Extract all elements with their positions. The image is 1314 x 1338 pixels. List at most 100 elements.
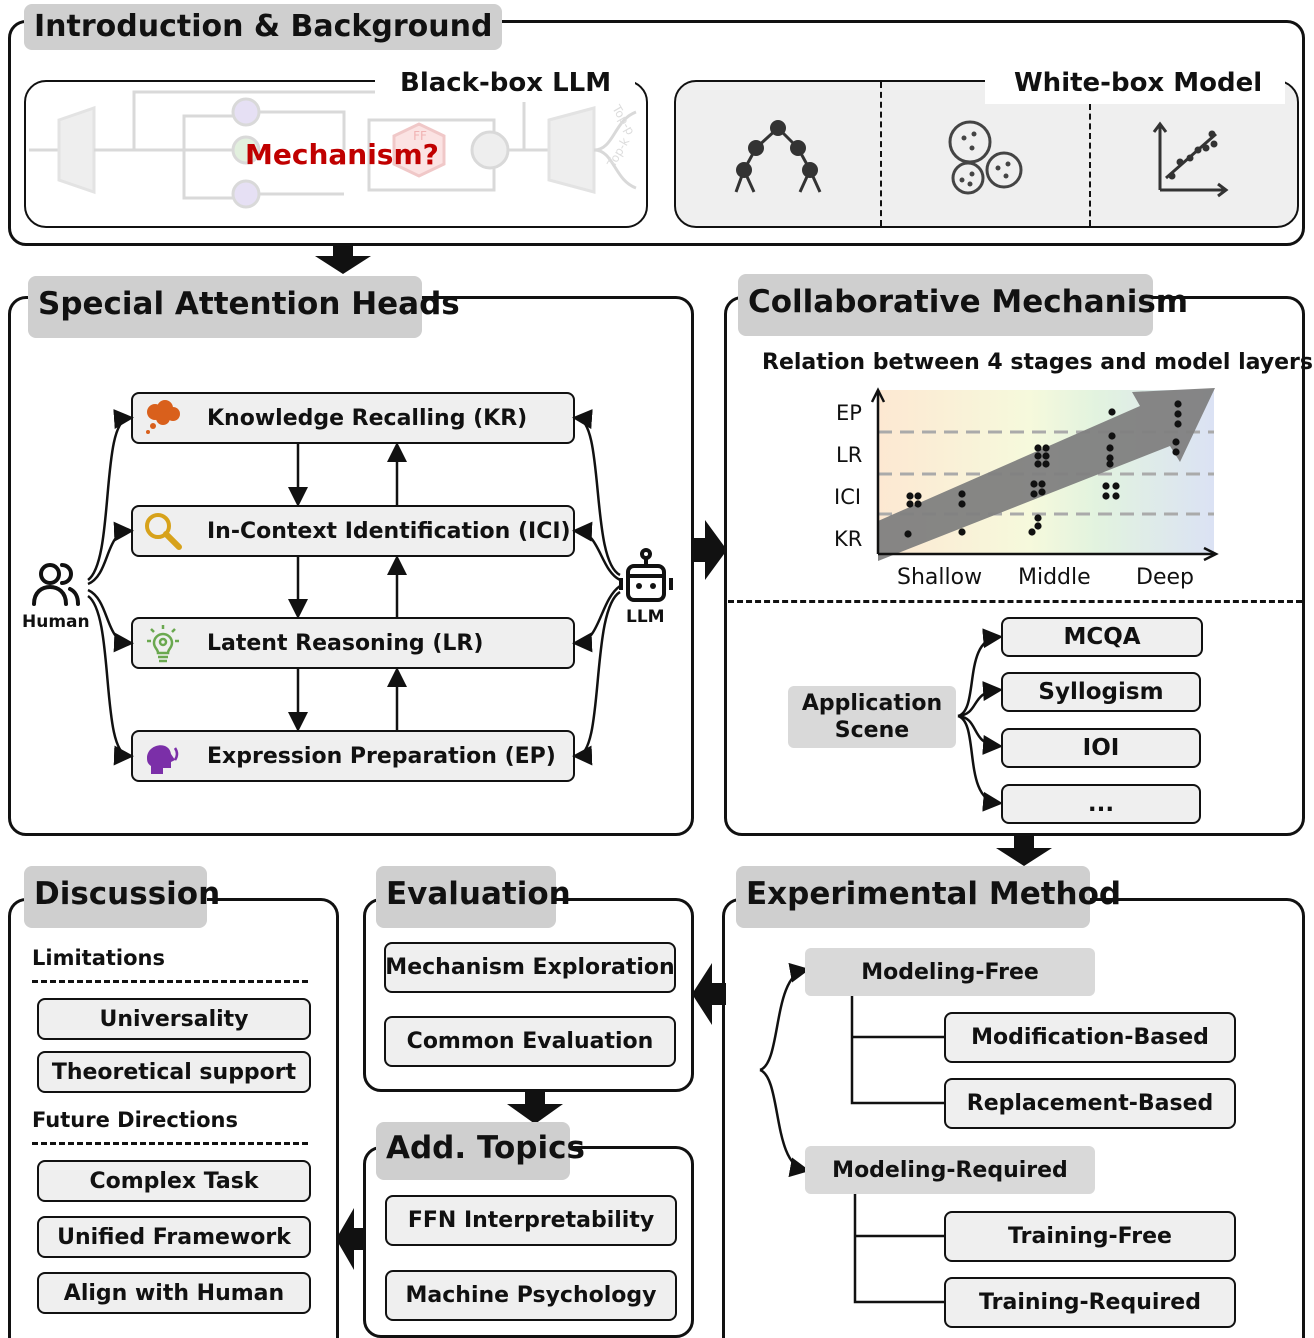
whitebox-title: White-box Model — [1014, 68, 1263, 98]
y-label-lr: LR — [836, 443, 863, 467]
scatter-point — [1112, 492, 1120, 500]
scatter-point — [1034, 452, 1042, 460]
scatter-point — [1038, 480, 1046, 488]
app-label-2: Scene — [834, 718, 910, 743]
universality[interactable]: Universality — [37, 998, 311, 1040]
machine-psychology[interactable]: Machine Psychology — [385, 1270, 677, 1321]
head-ep-label: Expression Preparation (EP) — [207, 743, 556, 769]
head-lr-label: Latent Reasoning (LR) — [207, 630, 484, 656]
trend-arrow — [878, 388, 1215, 561]
scatter-point — [1174, 410, 1182, 418]
head-lr[interactable]: Latent Reasoning (LR) — [131, 617, 575, 669]
scatter-point — [1172, 438, 1180, 446]
scatter-point — [1030, 490, 1038, 498]
scatter-point — [1028, 528, 1036, 536]
discussion-panel — [8, 898, 339, 1338]
llm-label: LLM — [626, 607, 665, 627]
scatter-point — [1034, 522, 1042, 530]
theoretical-support[interactable]: Theoretical support — [37, 1051, 311, 1093]
application-scene: Application Scene — [788, 686, 956, 748]
scatter-point — [958, 490, 966, 498]
scatter-point — [1174, 420, 1182, 428]
scatter-point — [914, 492, 922, 500]
arrow-intro-to-heads — [315, 246, 371, 274]
arrow-method-to-eval — [692, 963, 726, 1025]
discussion-title: Discussion — [24, 866, 220, 928]
app-ioi[interactable]: IOI — [1001, 728, 1201, 768]
blackbox-panel — [24, 80, 648, 228]
arrow-collab-to-method — [996, 836, 1052, 866]
scatter-point — [1034, 514, 1042, 522]
collab-divider — [728, 600, 1302, 603]
modification-based[interactable]: Modification-Based — [944, 1012, 1236, 1063]
robot-icon — [619, 548, 673, 602]
head-kr-label: Knowledge Recalling (KR) — [207, 405, 528, 431]
app-more[interactable]: ... — [1001, 784, 1201, 824]
arrow-topics-to-discussion — [336, 1208, 366, 1270]
future-divider — [32, 1142, 308, 1145]
complex-task[interactable]: Complex Task — [37, 1160, 311, 1202]
human-label: Human — [22, 612, 90, 632]
training-free[interactable]: Training-Free — [944, 1211, 1236, 1262]
method-tree — [759, 962, 944, 1304]
mechanism-question: Mechanism? — [245, 138, 439, 171]
scatter-point — [1106, 454, 1114, 462]
stage-layer-chart — [870, 387, 1219, 562]
unified-framework[interactable]: Unified Framework — [37, 1216, 311, 1258]
intro-title: Introduction & Background — [24, 4, 503, 50]
scatter-point — [904, 530, 912, 538]
head-ici[interactable]: In-Context Identification (ICI) — [131, 505, 575, 557]
scatter-point — [1042, 444, 1050, 452]
blackbox-title-bg — [375, 64, 635, 102]
human-icon — [32, 563, 80, 606]
x-label-middle: Middle — [1018, 565, 1091, 590]
scatter-point — [906, 500, 914, 508]
replacement-based[interactable]: Replacement-Based — [944, 1078, 1236, 1129]
method-title: Experimental Method — [736, 866, 1121, 928]
arrow-heads-to-collab — [691, 520, 727, 580]
x-label-shallow: Shallow — [897, 565, 983, 590]
scatter-point — [1042, 452, 1050, 460]
ffn-interpretability[interactable]: FFN Interpretability — [385, 1195, 677, 1246]
collab-title: Collaborative Mechanism — [738, 274, 1188, 336]
whitebox-title-bg — [985, 64, 1285, 104]
app-syllogism[interactable]: Syllogism — [1001, 672, 1201, 712]
app-braces — [957, 628, 1003, 812]
mechanism-exploration[interactable]: Mechanism Exploration — [384, 942, 676, 993]
limitations-divider — [32, 980, 308, 983]
scatter-point — [1106, 444, 1114, 452]
scatter-point — [1034, 460, 1042, 468]
scatter-point — [1034, 444, 1042, 452]
svg-text:FF: FF — [413, 129, 427, 143]
x-label-deep: Deep — [1136, 565, 1194, 590]
scatter-point — [1106, 460, 1114, 468]
chart-title: Relation between 4 stages and model laye… — [762, 350, 1313, 375]
scatter-point — [1112, 482, 1120, 490]
app-mcqa[interactable]: MCQA — [1001, 617, 1203, 657]
scatter-point — [958, 500, 966, 508]
y-label-kr: KR — [834, 527, 863, 551]
scatter-point — [1172, 448, 1180, 456]
clusters-icon — [948, 120, 1023, 195]
scatter-point — [1174, 400, 1182, 408]
scatter-point — [906, 492, 914, 500]
align-with-human[interactable]: Align with Human — [37, 1272, 311, 1314]
magnifier-icon — [133, 511, 193, 551]
scatter-point — [1030, 480, 1038, 488]
scatter-point — [1108, 432, 1116, 440]
head-ici-label: In-Context Identification (ICI) — [207, 518, 571, 544]
future-label: Future Directions — [32, 1108, 238, 1132]
scatter-point — [1042, 460, 1050, 468]
app-label-1: Application — [801, 690, 943, 716]
decision-tree-icon — [734, 120, 822, 193]
whitebox-divider-2 — [1089, 104, 1091, 226]
scatter-point — [1102, 492, 1110, 500]
scatter-point — [914, 500, 922, 508]
modeling-required[interactable]: Modeling-Required — [805, 1146, 1095, 1194]
topics-title: Add. Topics — [376, 1122, 585, 1180]
modeling-free[interactable]: Modeling-Free — [805, 948, 1095, 996]
common-evaluation[interactable]: Common Evaluation — [384, 1016, 676, 1067]
arrow-eval-to-topics — [507, 1092, 563, 1124]
training-required[interactable]: Training-Required — [944, 1277, 1236, 1328]
head-ep[interactable]: Expression Preparation (EP) — [131, 730, 575, 782]
